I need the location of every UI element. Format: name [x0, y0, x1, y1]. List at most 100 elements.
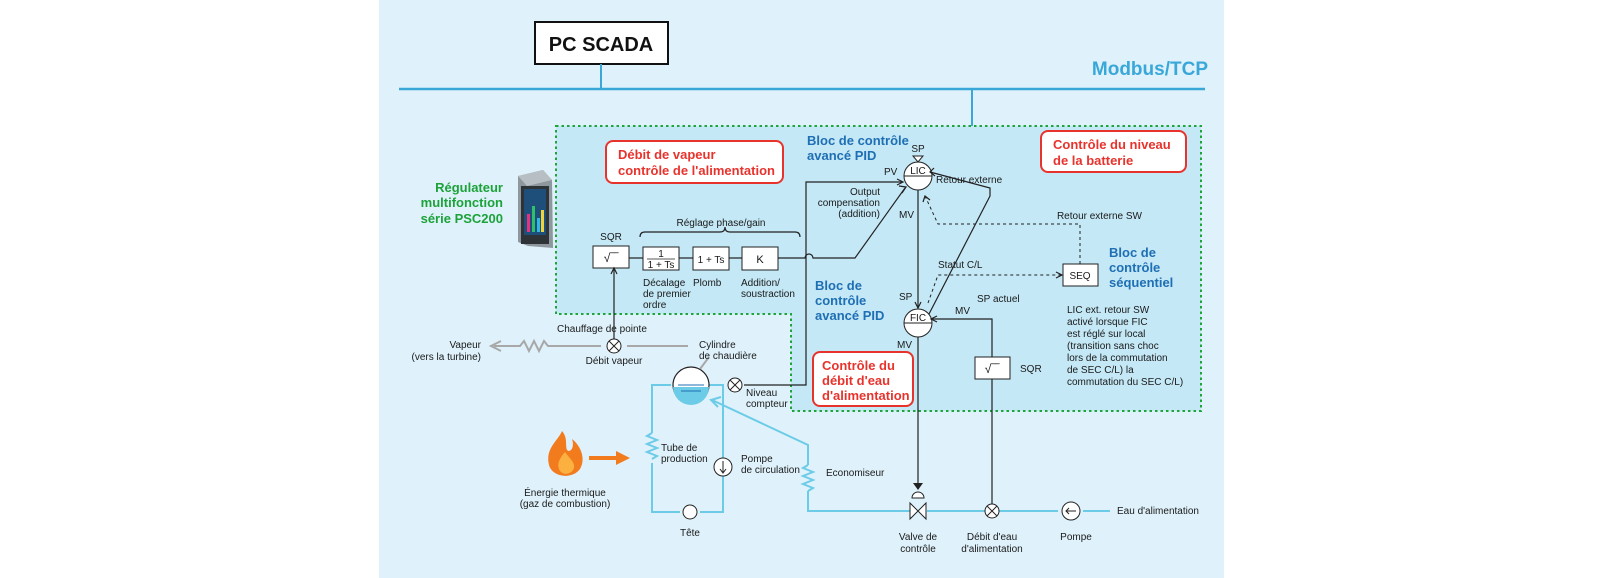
flame-icon — [548, 431, 583, 476]
pid-top-1: Bloc de contrôle — [807, 133, 909, 148]
energie-label-1: Énergie thermique — [524, 486, 606, 499]
pompe-label: Pompe — [1060, 532, 1092, 543]
level-meter-cross — [729, 379, 741, 391]
output-comp-2: compensation — [818, 198, 880, 209]
zone-level-1: Contrôle du niveau — [1053, 137, 1171, 152]
control-valve-icon — [909, 491, 927, 521]
feedwater-line — [711, 399, 1110, 512]
phase-gain-brace — [639, 226, 801, 238]
pid-mid-1: Bloc de — [815, 278, 862, 293]
steam-flow-cross — [608, 340, 620, 352]
chauffage-label: Chauffage de pointe — [557, 324, 647, 335]
steam-line — [494, 338, 688, 354]
lic-pv-label: PV — [884, 167, 898, 178]
sqr-block — [592, 245, 630, 269]
note-line-4: (transition sans choc — [1067, 341, 1159, 352]
arrow-gain-lic — [898, 185, 908, 194]
fic-label: FIC — [910, 313, 926, 324]
pid-seq-1: Bloc de — [1109, 245, 1156, 260]
note-line-5: lors de la commutation — [1067, 353, 1168, 364]
regulator-label-1: Régulateur — [435, 180, 503, 195]
zone-feedwater-box — [812, 351, 914, 407]
tete-label: Tête — [680, 528, 700, 539]
note-line-1: LIC ext. retour SW — [1067, 305, 1150, 316]
header-node — [682, 504, 698, 520]
zone-level-2: de la batterie — [1053, 153, 1133, 168]
lead-caption: Plomb — [693, 278, 722, 289]
zone-feedwater-1: Contrôle du — [822, 358, 895, 373]
wire-flow-fic — [932, 318, 993, 504]
gain-caption-2: soustraction — [741, 289, 795, 300]
economiser-coil — [800, 464, 816, 492]
niveau-label-2: compteur — [746, 399, 788, 410]
statut-cl-label: Statut C/L — [938, 260, 983, 271]
arrow-pv — [896, 178, 905, 186]
pid-mid-3: avancé PID — [815, 308, 884, 323]
zone-steam-feed-2: contrôle de l'alimentation — [618, 163, 775, 178]
wire-level-pv — [744, 181, 902, 386]
lag-caption-1: Décalage — [643, 278, 686, 289]
note-line-7: commutation du SEC C/L) — [1067, 377, 1183, 388]
sqr-symbol: √‾‾ — [604, 251, 620, 265]
note-line-2: activé lorsque FIC — [1067, 317, 1148, 328]
steam-arrow — [488, 340, 502, 352]
zone-feedwater-3: d'alimentation — [822, 388, 910, 403]
drum-steam-stub — [699, 356, 710, 370]
zone-steam-feed-box — [605, 140, 784, 184]
vapeur-label: Vapeur — [449, 340, 481, 351]
network-label: Modbus/TCP — [1092, 59, 1208, 80]
circulation-loop — [651, 384, 724, 513]
sqr2-label: SQR — [1020, 364, 1042, 375]
economiseur-label: Economiseur — [826, 468, 885, 479]
note-line-3: est réglé sur local — [1067, 329, 1145, 340]
regulator-label-3: série PSC200 — [421, 211, 503, 226]
regulator-label-2: multifonction — [421, 195, 503, 210]
cylindre-label-1: Cylindre — [699, 340, 736, 351]
pid-seq-2: contrôle — [1109, 260, 1160, 275]
cylindre-label-2: de chaudière — [699, 351, 757, 362]
gain-label: K — [756, 254, 764, 266]
gain-caption-1: Addition/ — [741, 278, 780, 289]
wire-retour-sw — [924, 195, 1081, 264]
lag-caption-2: de premier — [643, 289, 691, 300]
pump-down-arrow — [719, 461, 727, 474]
arrow-steam-sqr — [610, 266, 618, 275]
debit-vapeur-label: Débit vapeur — [586, 356, 643, 367]
wire-sp-actuel — [928, 171, 991, 315]
debit-eau-label-1: Débit d'eau — [967, 532, 1017, 543]
lag-denominator: 1 + Ts — [648, 260, 675, 271]
wire-gain-lic — [778, 187, 906, 259]
zone-steam-feed-1: Débit de vapeur — [618, 147, 716, 162]
boiler-water-lines — [678, 384, 704, 392]
arrow-statut-cl — [1055, 271, 1064, 279]
lic-sp-marker — [911, 155, 925, 163]
arrow-retour-sw — [922, 194, 931, 203]
heat-arrow-head — [616, 451, 630, 465]
feed-pump-arrow — [1065, 507, 1076, 515]
output-comp-1: Output — [850, 187, 880, 198]
fic-sp-label: SP — [899, 292, 913, 303]
lic-mv-label: MV — [899, 210, 914, 221]
zone-level-box — [1040, 130, 1187, 173]
lag-numerator: 1 — [658, 249, 664, 260]
feedwater-flow-cross — [986, 505, 998, 517]
arrow-fic-valve — [913, 483, 923, 490]
sp-actuel-label: SP actuel — [977, 294, 1020, 305]
output-comp-3: (addition) — [838, 209, 880, 220]
lic-label: LIC — [910, 166, 926, 177]
control-zone-border — [555, 125, 1202, 412]
pompe-circ-label-2: de circulation — [741, 465, 800, 476]
valve-label-1: Valve de — [899, 532, 938, 543]
energie-label-2: (gaz de combustion) — [520, 499, 611, 510]
debit-eau-label-2: d'alimentation — [961, 544, 1022, 555]
pid-mid-2: contrôle — [815, 293, 866, 308]
tube-label-2: production — [661, 454, 708, 465]
phase-gain-label: Réglage phase/gain — [677, 218, 766, 229]
lic-sp-label: SP — [911, 144, 925, 155]
pid-seq-3: séquentiel — [1109, 275, 1173, 290]
pompe-circ-label-1: Pompe — [741, 454, 773, 465]
arrow-sp-actuel — [929, 167, 936, 177]
valve-label-2: contrôle — [900, 544, 936, 555]
lead-label: 1 + Ts — [698, 255, 725, 266]
